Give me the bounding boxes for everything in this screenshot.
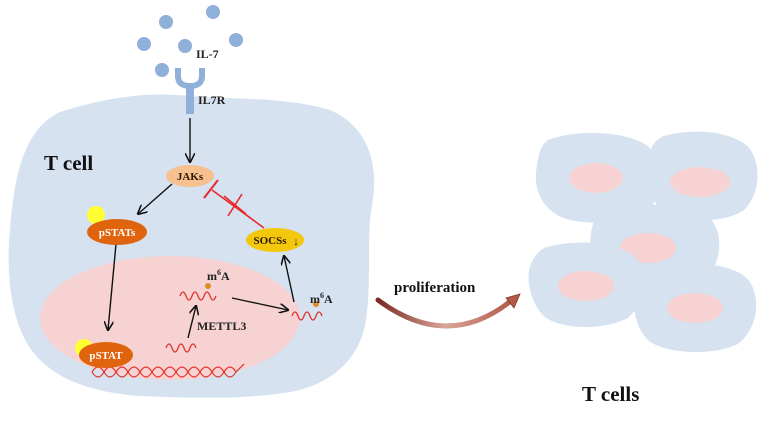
daughter-nucleus xyxy=(620,233,676,263)
arrow-mrna-export xyxy=(231,297,288,310)
socs-inhibition xyxy=(203,179,265,229)
pstat-node xyxy=(79,342,133,368)
dna-strand xyxy=(91,366,237,378)
t-cell-cluster xyxy=(528,131,758,353)
daughter-nucleus xyxy=(670,167,730,197)
inhibition-line xyxy=(211,189,265,229)
m6a-mark-dot xyxy=(313,301,319,307)
ligand-dot xyxy=(137,37,151,51)
dna-helix xyxy=(91,363,245,378)
swoosh-head xyxy=(505,293,521,309)
jaks-node xyxy=(166,165,214,187)
daughter-nucleus xyxy=(558,271,614,301)
pstats-node xyxy=(87,219,147,245)
ligand-dot xyxy=(159,15,173,29)
receptor-arms xyxy=(175,68,205,90)
swoosh-arc xyxy=(375,297,515,329)
ligand-dot xyxy=(178,39,192,53)
socs-label: SOCSs xyxy=(253,235,287,247)
arrow-to-socs xyxy=(284,256,295,303)
nascent-mrna xyxy=(165,343,197,353)
m6a-label-nuclear: m6A xyxy=(207,268,230,283)
ligand-dot xyxy=(155,63,169,77)
arrow-jaks-to-pstats xyxy=(138,183,173,214)
arrow-mrna-up xyxy=(187,306,196,339)
socs-node xyxy=(246,228,304,252)
receptor-stem xyxy=(186,84,194,114)
socs-down-arrow: ↓ xyxy=(293,236,299,248)
cytoplasmic-mrna xyxy=(291,311,323,321)
daughter-nucleus xyxy=(667,293,723,323)
il7-label: IL-7 xyxy=(196,47,219,61)
nucleus xyxy=(40,256,300,380)
mettl3-label: METTL3 xyxy=(197,319,246,333)
inhibition-bar xyxy=(203,179,219,199)
m6a-label-cytoplasm: m6A xyxy=(310,291,333,306)
il7r-receptor xyxy=(175,68,205,114)
proliferation-label: proliferation xyxy=(394,280,476,296)
pstats-label: pSTATs xyxy=(99,227,136,239)
t-cells-label: T cells xyxy=(582,382,639,406)
arrow-pstats-to-pstat xyxy=(108,243,117,330)
proliferation-arrow xyxy=(375,293,521,329)
phospho-dot xyxy=(87,206,105,224)
daughter-nucleus xyxy=(569,163,623,193)
ligand-dot xyxy=(206,5,220,19)
pstat-label: pSTAT xyxy=(89,350,123,362)
il7-ligands xyxy=(137,5,243,77)
m6a-mark-dot xyxy=(205,283,211,289)
cross-stroke xyxy=(227,193,243,217)
dna-tail xyxy=(235,363,245,373)
jaks-label: JAKs xyxy=(177,171,204,183)
ligand-dot xyxy=(229,33,243,47)
methylated-mrna xyxy=(179,291,217,301)
il7r-label: IL7R xyxy=(198,93,226,107)
t-cell-label: T cell xyxy=(44,151,93,175)
